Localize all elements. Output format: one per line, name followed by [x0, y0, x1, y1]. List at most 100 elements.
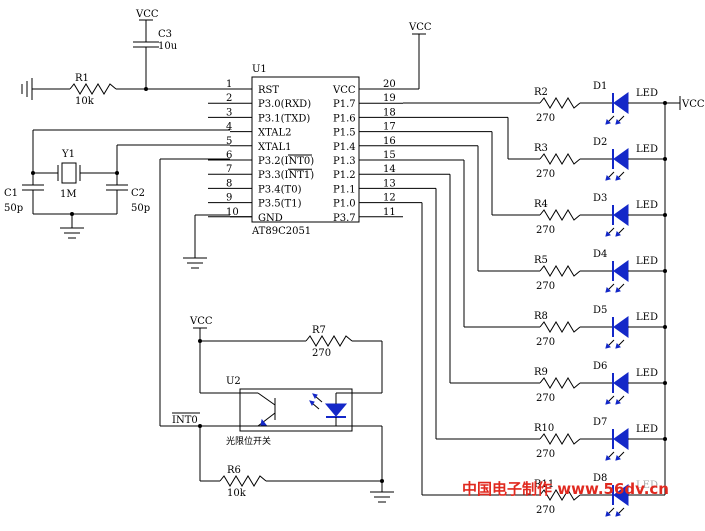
u1-pin-number: 7	[226, 164, 232, 175]
u1-pin-number: 4	[226, 122, 232, 133]
u1-pin-name: P1.4	[333, 142, 356, 153]
u1-pin-number: 6	[226, 150, 232, 161]
led-rows: R2270D1LEDR3270D2LEDR4270D3LEDR5270D4LED…	[402, 81, 667, 517]
watermark: 中国电子制作 www.56dv.cn	[462, 480, 669, 498]
resistor-ref: R10	[534, 423, 554, 434]
u1-pin-number: 10	[226, 207, 239, 218]
u1-pin-name: P1.6	[333, 113, 356, 124]
c1-value: 50p	[4, 203, 23, 214]
c3-ref: C3	[158, 29, 172, 40]
y1-value: 1M	[60, 189, 77, 200]
u1-pin-number: 19	[383, 93, 396, 104]
led-diode-icon	[613, 372, 629, 394]
led-diode-icon	[613, 204, 629, 226]
led-diode-icon	[613, 316, 629, 338]
resistor-r7: R7 270	[200, 325, 383, 393]
u1-pin-name: P3.7	[333, 213, 356, 224]
resistor-value: 270	[536, 169, 555, 180]
u1-pin-number: 18	[383, 107, 396, 118]
y1-ref: Y1	[61, 149, 75, 160]
u1-pin-number: 17	[383, 122, 396, 133]
vcc-symbol-u1: VCC	[380, 22, 432, 90]
resistor-value: 270	[536, 505, 555, 516]
u1-pin-number: 1	[226, 79, 232, 90]
u1-pin-name: P3.3(INT1)	[258, 170, 314, 181]
u1-pin-name: P1.3	[333, 156, 356, 167]
u1-pin-name: P3.1(TXD)	[258, 113, 310, 124]
u1-pin-name: GND	[258, 213, 283, 224]
led-label: LED	[636, 424, 658, 435]
u1-pin-name: P1.2	[333, 170, 356, 181]
r6-ref: R6	[227, 465, 241, 476]
u1-pin-number: 16	[383, 136, 396, 147]
led-label: LED	[636, 88, 658, 99]
resistor-ref: R4	[534, 199, 548, 210]
vcc-label-u1: VCC	[408, 22, 432, 33]
u1-pin-name: P1.1	[333, 184, 356, 195]
resistor-value: 270	[536, 449, 555, 460]
u1-pin-name: P3.2(INT0)	[258, 156, 314, 167]
resistor-r6: R6 10k	[199, 426, 382, 499]
u1-pin-name: XTAL1	[258, 142, 291, 153]
r7-value: 270	[312, 348, 331, 359]
u1-gnd-net	[183, 214, 230, 269]
led-diode-icon	[613, 92, 629, 114]
resistor-ref: R2	[534, 87, 548, 98]
u2-caption: 光限位开关	[226, 435, 271, 447]
diode-ref: D4	[593, 249, 607, 260]
vcc-label: VCC	[135, 9, 159, 20]
vcc-symbol-c3: VCC	[135, 9, 159, 42]
capacitor-c3: C3 10u	[133, 29, 178, 89]
resistor-value: 270	[536, 281, 555, 292]
u1-pin-number: 9	[226, 193, 232, 204]
u1-pin-number: 8	[226, 178, 232, 189]
led-label: LED	[636, 480, 658, 491]
c2-value: 50p	[131, 203, 150, 214]
u1-pin-name: P3.0(RXD)	[258, 99, 311, 110]
u1-pin-number: 12	[383, 193, 396, 204]
led-label: LED	[636, 368, 658, 379]
u1-pin-number: 20	[383, 79, 396, 90]
led-diode-icon	[613, 148, 629, 170]
resistor-ref: R8	[534, 311, 548, 322]
u1-pin-name: P3.5(T1)	[258, 199, 302, 210]
led-diode-icon	[613, 260, 629, 282]
u1-pin-number: 15	[383, 150, 396, 161]
c2-ref: C2	[131, 188, 145, 199]
r1-ref: R1	[75, 73, 89, 84]
resistor-value: 270	[536, 393, 555, 404]
resistor-ref: R3	[534, 143, 548, 154]
resistor-ref: R11	[534, 479, 554, 490]
int0-label: INT0	[172, 415, 198, 426]
resistor-value: 270	[536, 113, 555, 124]
r1-value: 10k	[75, 96, 95, 107]
u1-pin-name: P1.0	[333, 199, 356, 210]
led-label: LED	[636, 256, 658, 267]
ground-symbol-left	[21, 78, 70, 100]
u1-chip: U1 AT89C2051	[251, 64, 360, 237]
u1-pin-number: 14	[383, 164, 396, 175]
vcc-label-opto: VCC	[189, 316, 213, 327]
diode-ref: D5	[593, 305, 607, 316]
led-supply: VCC	[664, 96, 705, 495]
diode-ref: D7	[593, 417, 607, 428]
xtal-network: Y1 1M C1 50p C2 50p	[4, 129, 230, 228]
u1-pin-number: 5	[226, 136, 232, 147]
diode-ref: D1	[593, 81, 607, 92]
r6-value: 10k	[227, 488, 247, 499]
led-vcc-label: VCC	[681, 99, 705, 110]
resistor-value: 270	[536, 337, 555, 348]
ground-symbol-xtal	[60, 227, 84, 239]
u1-ref: U1	[252, 64, 267, 75]
u2-ref: U2	[226, 376, 241, 387]
led-label: LED	[636, 144, 658, 155]
led-label: LED	[636, 312, 658, 323]
led-label: LED	[636, 200, 658, 211]
resistor-ref: R5	[534, 255, 548, 266]
